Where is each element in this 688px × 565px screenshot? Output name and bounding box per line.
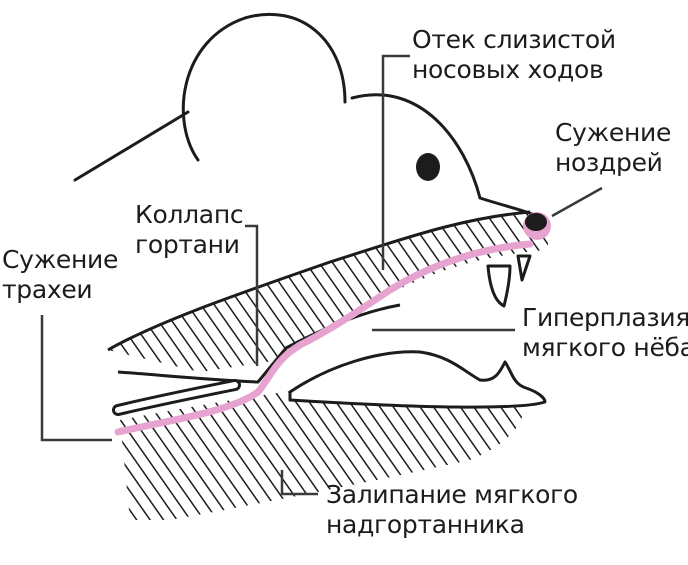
mouth-cavity — [288, 350, 547, 409]
ear-outline — [181, 12, 347, 162]
neck-outline — [73, 110, 190, 182]
leader-larynx — [245, 224, 259, 366]
leader-epiglottis — [280, 470, 318, 496]
leader-nasal-edema — [381, 54, 410, 270]
label-soft-palate-line1: Гиперплазия — [522, 303, 688, 332]
label-epiglottis: Залипание мягкого надгортанника — [326, 480, 578, 540]
label-trachea: Сужение трахеи — [2, 245, 118, 305]
label-larynx-line1: Коллапс — [135, 200, 244, 229]
label-larynx-line2: гортани — [135, 230, 240, 259]
forehead-outline — [350, 93, 482, 200]
label-nostrils-line1: Сужение — [555, 118, 672, 147]
leader-nostrils — [551, 186, 603, 218]
label-epiglottis-line2: надгортанника — [326, 510, 525, 539]
label-larynx-collapse: Коллапс гортани — [135, 200, 244, 260]
label-nasal-edema-line2: носовых ходов — [412, 55, 604, 84]
label-trachea-line1: Сужение — [2, 245, 119, 274]
label-soft-palate: Гиперплазия мягкого нёба — [522, 303, 688, 363]
leader-lines — [40, 54, 603, 496]
eye — [416, 153, 440, 181]
lower-tissue — [117, 303, 524, 520]
label-nasal-edema-line1: Отек слизистой — [412, 25, 616, 54]
label-soft-palate-line2: мягкого нёба — [522, 333, 688, 362]
upper-teeth — [486, 254, 532, 308]
airway-path — [114, 240, 534, 436]
dog-head-outline — [73, 12, 534, 216]
trachea-segment — [112, 379, 241, 416]
upper-tissue — [107, 210, 548, 372]
leader-trachea — [40, 315, 112, 442]
label-epiglottis-line1: Залипание мягкого — [326, 480, 578, 509]
label-trachea-line2: трахеи — [2, 275, 93, 304]
label-nostrils-line2: ноздрей — [555, 148, 663, 177]
nose-tip — [523, 212, 551, 240]
label-nostrils: Сужение ноздрей — [555, 118, 671, 178]
label-nasal-edema: Отек слизистой носовых ходов — [412, 25, 616, 85]
